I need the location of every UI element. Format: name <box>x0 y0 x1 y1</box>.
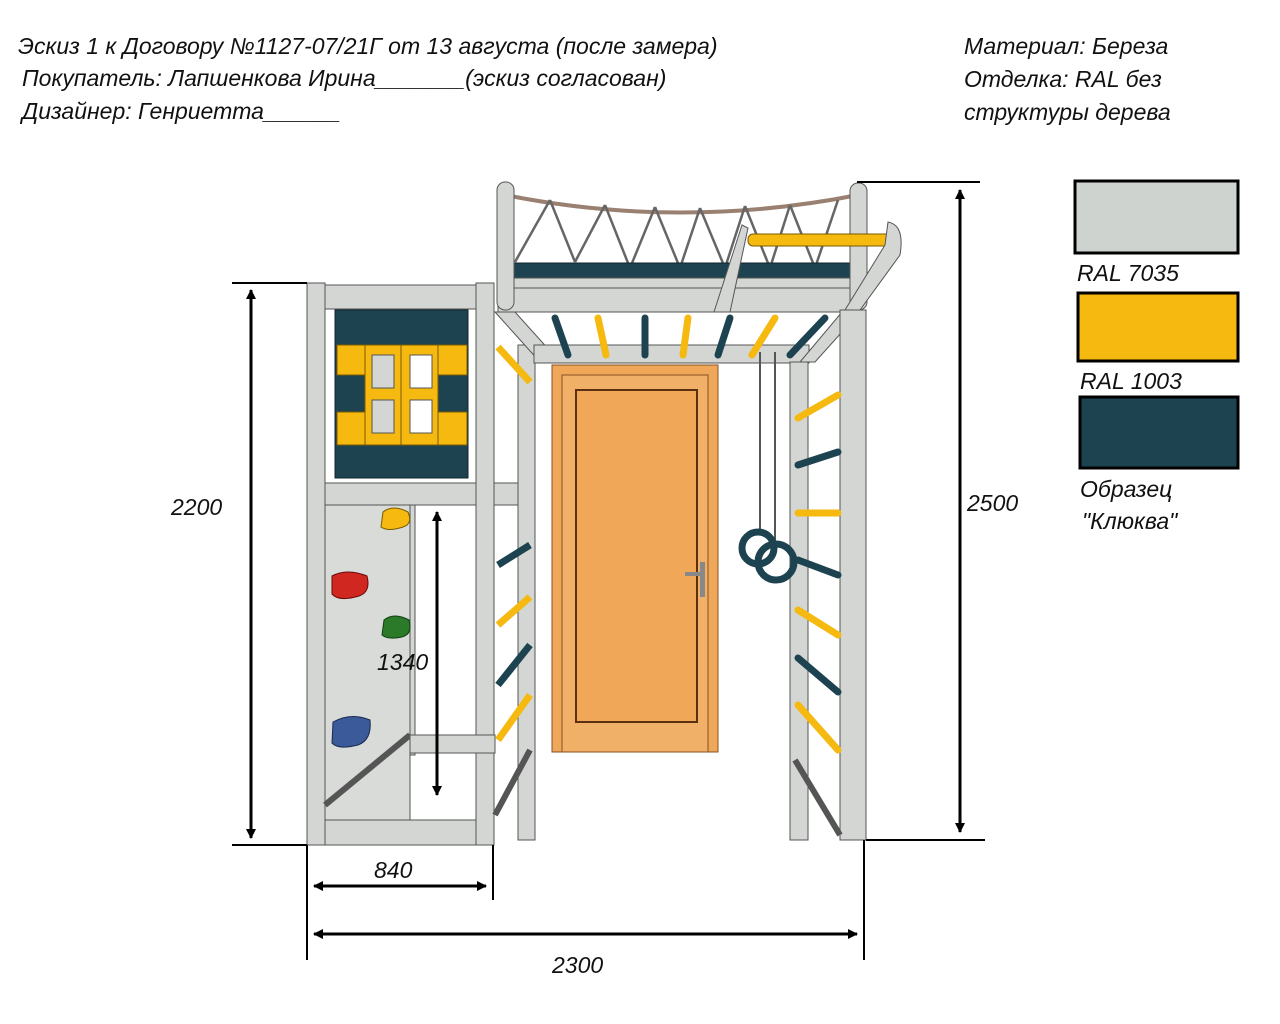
dimension-inner-height: 1340 <box>377 649 428 675</box>
dimension-tower-width: 840 <box>374 857 413 883</box>
top-platform <box>496 181 902 313</box>
finish-line-2: структуры дерева <box>964 99 1171 125</box>
door <box>551 364 719 753</box>
door-handle <box>700 562 705 597</box>
swatch-klyukva: Образец "Клюква" <box>1078 395 1240 534</box>
designer-line: Дизайнер: Генриетта______ <box>19 98 341 124</box>
material-line: Материал: Береза <box>964 33 1168 59</box>
svg-text:"Клюква": "Клюква" <box>1082 508 1179 534</box>
climbing-hold-yellow <box>380 507 411 530</box>
dimension-left-height: 2200 <box>170 494 222 520</box>
swatch-ral-1003: RAL 1003 <box>1076 291 1240 394</box>
wall-ladder-right <box>789 309 867 841</box>
svg-text:RAL 7035: RAL 7035 <box>1077 260 1179 286</box>
gymnastic-rings <box>738 352 798 584</box>
dimension-total-width: 2300 <box>551 952 603 978</box>
dimension-lines <box>232 181 985 960</box>
buyer-line: Покупатель: Лапшенкова Ирина_______(эски… <box>22 65 666 91</box>
finish-line: Отделка: RAL без <box>964 66 1162 92</box>
dimension-right-height: 2500 <box>966 490 1018 516</box>
swatch-ral-7035: RAL 7035 <box>1073 179 1240 286</box>
contract-title: Эскиз 1 к Договору №1127-07/21Г от 13 ав… <box>18 33 718 59</box>
svg-text:RAL 1003: RAL 1003 <box>1080 368 1182 394</box>
left-tower <box>306 282 531 846</box>
climbing-hold-green <box>381 615 411 639</box>
climbing-hold-blue <box>331 716 371 748</box>
climbing-hold-red <box>331 571 369 600</box>
svg-text:Образец: Образец <box>1080 476 1172 502</box>
